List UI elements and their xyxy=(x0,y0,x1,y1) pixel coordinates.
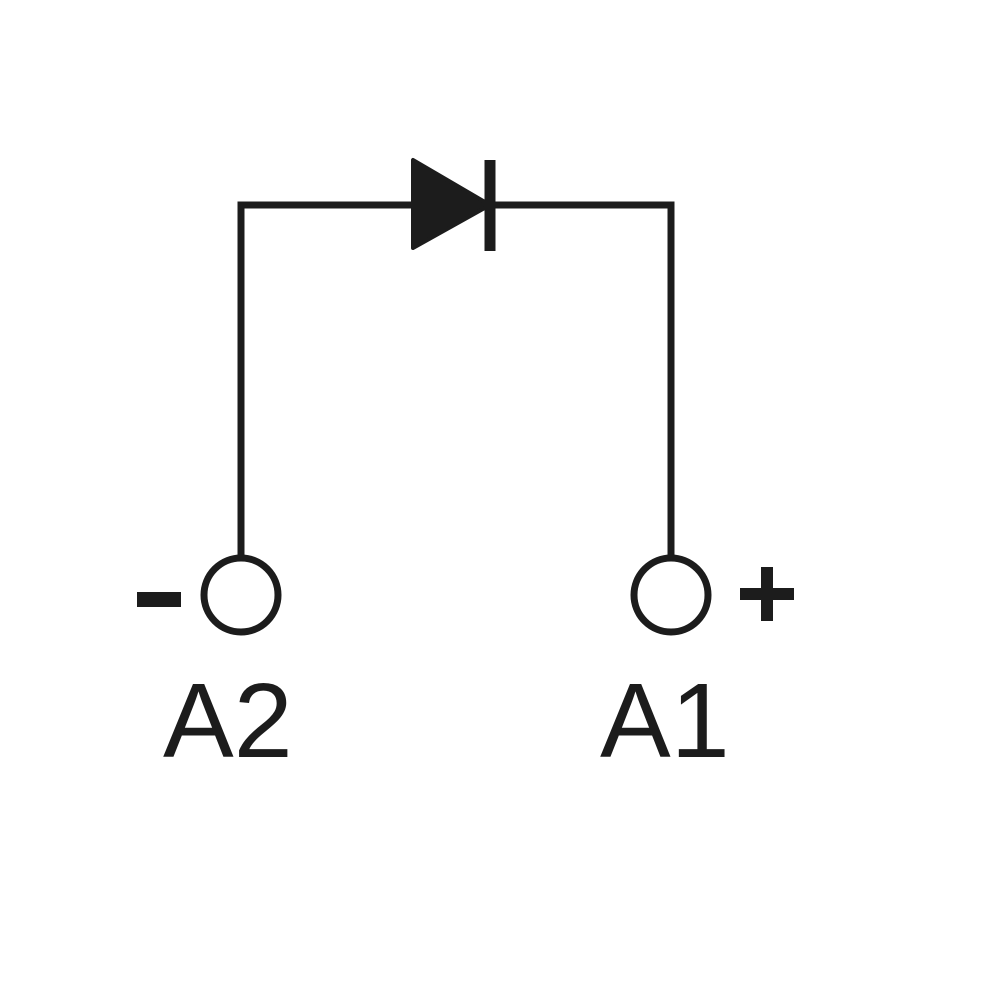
terminal-a2-label: A2 xyxy=(163,662,293,780)
diode-icon xyxy=(411,158,496,251)
diode-anode-triangle xyxy=(411,158,492,250)
terminal-a2-circle xyxy=(200,554,282,636)
terminal-a1-label: A1 xyxy=(600,662,730,780)
minus-sign xyxy=(137,592,181,607)
terminal-a1-circle xyxy=(630,554,712,636)
plus-sign xyxy=(740,567,794,621)
wire-left xyxy=(237,201,412,556)
wire-right xyxy=(490,201,675,556)
